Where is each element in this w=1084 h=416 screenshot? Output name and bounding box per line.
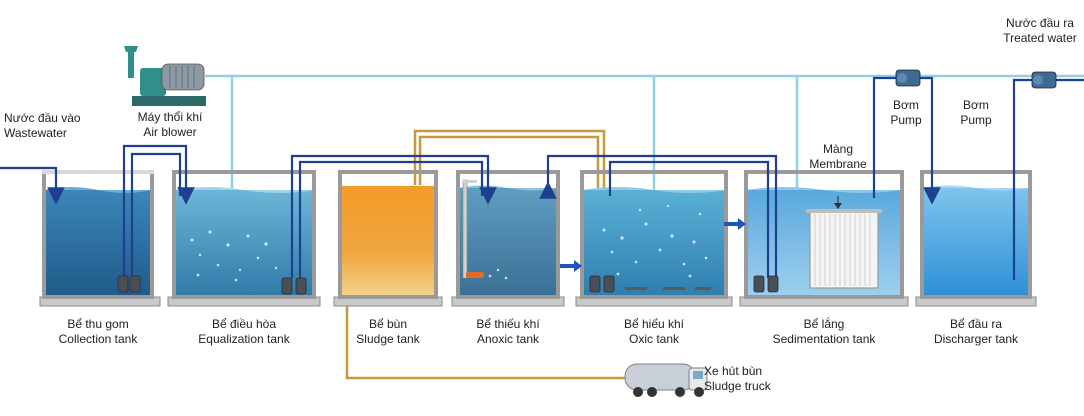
membrane-module (806, 196, 882, 289)
flow-arrows (560, 218, 746, 272)
pump-lines (872, 76, 1084, 280)
mixer-icon (462, 179, 484, 279)
aeration-bubbles (190, 204, 708, 282)
air-blower-icon (124, 46, 206, 106)
diffusers (625, 287, 711, 290)
tank-oxic (580, 170, 728, 299)
tank-equalization (172, 170, 316, 299)
submersible-pumps (117, 275, 779, 295)
water-pipes (0, 144, 778, 278)
sludge-truck-icon (624, 363, 708, 397)
tank-discharger (920, 170, 1032, 299)
tank-anoxic (456, 170, 560, 299)
pump-icon (895, 69, 1057, 89)
tank-sludge (338, 170, 438, 299)
